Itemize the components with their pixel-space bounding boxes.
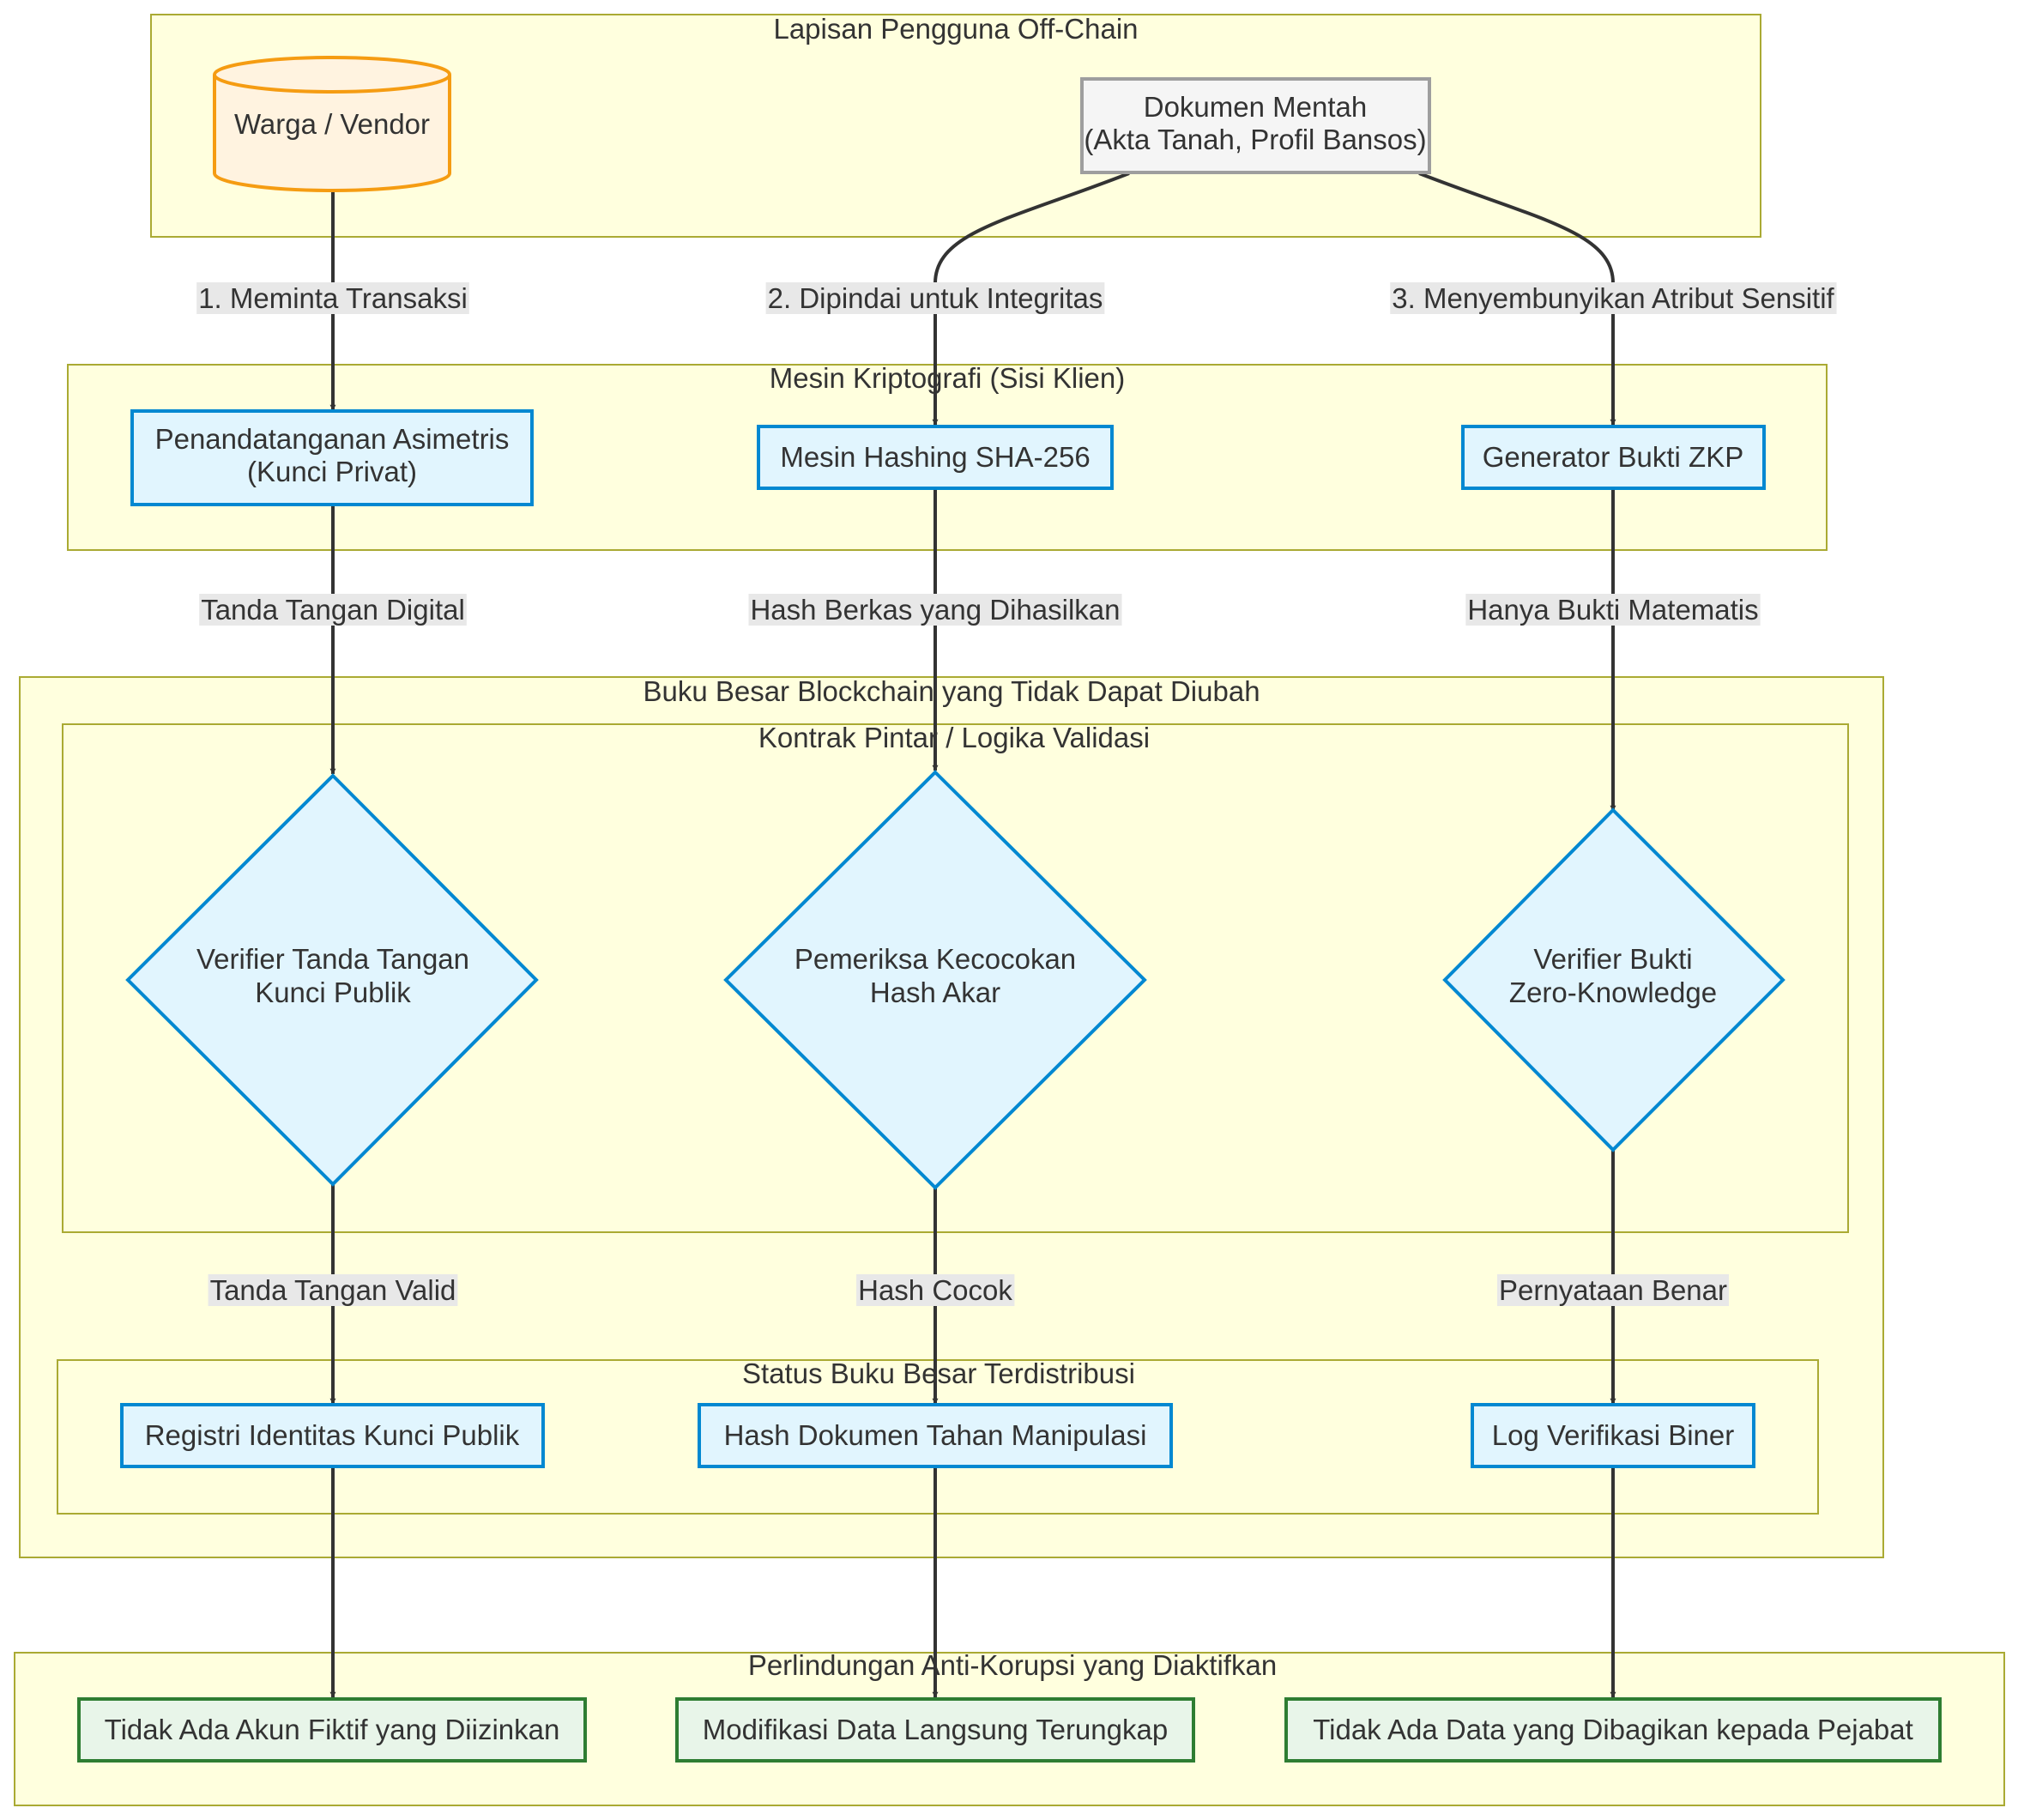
node-no-data-shared-label: Tidak Ada Data yang Dibagikan kepada Pej…	[1313, 1714, 1913, 1745]
edge-label-e7: Tanda Tangan Valid	[208, 1274, 458, 1306]
node-hash-checker-line1: Pemeriksa Kecocokan	[795, 943, 1076, 975]
node-document-hash-label: Hash Dokumen Tahan Manipulasi	[724, 1419, 1147, 1451]
cluster-ledger-label: Buku Besar Blockchain yang Tidak Dapat D…	[643, 675, 1260, 707]
node-signature-verifier: Verifier Tanda Tangan Kunci Publik	[125, 773, 539, 1187]
edge-rawdoc-hashing	[932, 172, 1130, 426]
node-no-fake-accounts-label: Tidak Ada Akun Fiktif yang Diizinkan	[105, 1714, 560, 1745]
edge-label-e9: Pernyataan Benar	[1496, 1274, 1730, 1306]
node-data-modification-label: Modifikasi Data Langsung Terungkap	[703, 1714, 1168, 1745]
node-no-data-shared: Tidak Ada Data yang Dibagikan kepada Pej…	[1284, 1697, 1942, 1763]
node-signature-verifier-line1: Verifier Tanda Tangan	[196, 943, 469, 975]
edge-label-e3: 3. Menyembunyikan Atribut Sensitif	[1390, 282, 1837, 314]
cluster-contract-label: Kontrak Pintar / Logika Validasi	[758, 722, 1150, 753]
node-binary-log: Log Verifikasi Biner	[1471, 1403, 1755, 1468]
node-raw-document: Dokumen Mentah (Akta Tanah, Profil Banso…	[1080, 77, 1431, 174]
node-asymmetric-signing-line1: Penandatanganan Asimetris	[155, 423, 510, 455]
node-citizen-label: Warga / Vendor	[234, 108, 430, 140]
edge-label-text: 2. Dipindai untuk Integritas	[768, 282, 1103, 314]
node-key-registry-label: Registri Identitas Kunci Publik	[145, 1419, 520, 1451]
node-signature-verifier-line2: Kunci Publik	[255, 977, 411, 1008]
node-hash-checker-line2: Hash Akar	[870, 977, 1000, 1008]
edge-label-e6: Hanya Bukti Matematis	[1465, 594, 1761, 626]
cluster-state-label: Status Buku Besar Terdistribusi	[742, 1357, 1135, 1389]
cluster-offchain-label: Lapisan Pengguna Off-Chain	[773, 13, 1138, 45]
edge-labels: 1. Meminta Transaksi 2. Dipindai untuk I…	[196, 282, 1837, 1306]
node-hash-checker: Pemeriksa Kecocokan Hash Akar	[723, 770, 1147, 1190]
node-key-registry: Registri Identitas Kunci Publik	[120, 1403, 545, 1468]
node-sha256-hashing: Mesin Hashing SHA-256	[757, 425, 1114, 490]
edge-label-e8: Hash Cocok	[856, 1274, 1015, 1306]
node-citizen: Warga / Vendor	[213, 56, 451, 192]
edge-label-text: 3. Menyembunyikan Atribut Sensitif	[1392, 282, 1834, 314]
node-data-modification: Modifikasi Data Langsung Terungkap	[675, 1697, 1195, 1763]
node-no-fake-accounts: Tidak Ada Akun Fiktif yang Diizinkan	[77, 1697, 587, 1763]
edge-label-text: Tanda Tangan Valid	[210, 1274, 456, 1306]
node-zk-verifier: Verifier Bukti Zero-Knowledge	[1442, 807, 1785, 1152]
node-asymmetric-signing: Penandatanganan Asimetris (Kunci Privat)	[130, 409, 534, 506]
node-sha256-hashing-label: Mesin Hashing SHA-256	[780, 441, 1090, 473]
edge-label-text: Hanya Bukti Matematis	[1467, 594, 1758, 626]
node-zk-verifier-line1: Verifier Bukti	[1533, 943, 1692, 975]
edge-label-text: Hash Cocok	[858, 1274, 1012, 1306]
node-asymmetric-signing-line2: (Kunci Privat)	[247, 456, 417, 487]
cluster-crypto-label: Mesin Kriptografi (Sisi Klien)	[770, 362, 1125, 394]
edge-label-text: Tanda Tangan Digital	[201, 594, 465, 626]
edge-rawdoc-zkp	[1418, 172, 1616, 426]
edge-label-e2: 2. Dipindai untuk Integritas	[765, 282, 1105, 314]
node-document-hash: Hash Dokumen Tahan Manipulasi	[698, 1403, 1173, 1468]
node-raw-document-line1: Dokumen Mentah	[1144, 91, 1367, 123]
edge-label-text: Pernyataan Benar	[1499, 1274, 1727, 1306]
edge-label-e5: Hash Berkas yang Dihasilkan	[748, 594, 1122, 626]
node-zkp-generator: Generator Bukti ZKP	[1461, 425, 1766, 490]
node-zkp-generator-label: Generator Bukti ZKP	[1483, 441, 1743, 473]
edge-label-text: 1. Meminta Transaksi	[198, 282, 468, 314]
node-zk-verifier-line2: Zero-Knowledge	[1509, 977, 1717, 1008]
cluster-protection-label: Perlindungan Anti-Korupsi yang Diaktifka…	[748, 1649, 1277, 1681]
node-raw-document-line2: (Akta Tanah, Profil Bansos)	[1084, 124, 1426, 155]
edge-label-e1: 1. Meminta Transaksi	[196, 282, 469, 314]
node-binary-log-label: Log Verifikasi Biner	[1492, 1419, 1734, 1451]
edge-label-text: Hash Berkas yang Dihasilkan	[750, 594, 1120, 626]
edge-label-e4: Tanda Tangan Digital	[199, 594, 467, 626]
